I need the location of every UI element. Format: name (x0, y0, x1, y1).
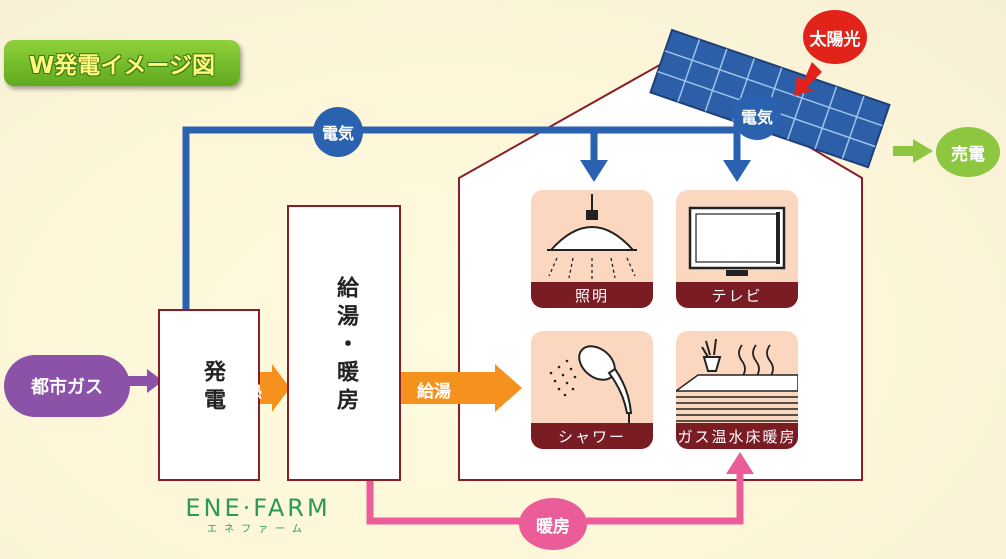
solar-node: 太陽光 (803, 10, 867, 64)
shower-icon (549, 345, 633, 423)
arrow-to-floor (726, 452, 754, 474)
arrow-sell-head (913, 139, 933, 163)
logo-sub-text: エネファーム (207, 524, 309, 535)
ene-farm-logo: ENE·FARM エネファーム (178, 494, 338, 535)
arrow-gas-shaft (127, 376, 149, 386)
electricity-node-main: 電気 (313, 107, 363, 157)
arrow-sell-shaft (893, 146, 915, 156)
electric-line-main (182, 126, 737, 312)
arrow-gas-head (147, 369, 163, 393)
arrow-to-lamp (580, 160, 608, 182)
heating-node: 暖房 (519, 498, 587, 550)
appliance-label-tv: テレビ (676, 282, 798, 308)
arrow-heat-head (272, 364, 290, 412)
television-icon (688, 206, 786, 276)
generation-box (158, 309, 260, 481)
city-gas-node: 都市ガス (4, 355, 130, 417)
hot-water-heating-label: 給湯・暖房 (333, 276, 358, 416)
logo-main-text: ENE·FARM (185, 494, 331, 522)
arrow-to-tv (723, 160, 751, 182)
sell-power-node: 売電 (936, 127, 1000, 177)
appliance-label-floor-heating: ガス温水床暖房 (676, 423, 798, 449)
arrow-solar (794, 62, 822, 96)
ceiling-lamp-icon (547, 194, 637, 280)
appliance-tile-lighting: 照明 (531, 190, 653, 308)
hot-water-heating-box (287, 205, 401, 481)
heat-flow-label: 熱 (245, 382, 262, 402)
electricity-node-solar: 電気 (733, 92, 781, 140)
hot-water-flow-label: 給湯 (417, 382, 451, 402)
appliance-tile-tv: テレビ (676, 190, 798, 308)
appliance-tile-shower: シャワー (531, 331, 653, 449)
page-title: W発電イメージ図 (29, 53, 215, 79)
appliance-tile-floor-heating: ガス温水床暖房 (676, 331, 798, 449)
floor-heating-icon (676, 338, 798, 422)
title-badge: W発電イメージ図 (4, 40, 240, 86)
arrow-hotwater-head (495, 364, 522, 412)
generation-label: 発電 (200, 360, 225, 416)
appliance-label-shower: シャワー (531, 423, 653, 449)
appliance-label-lighting: 照明 (531, 282, 653, 308)
